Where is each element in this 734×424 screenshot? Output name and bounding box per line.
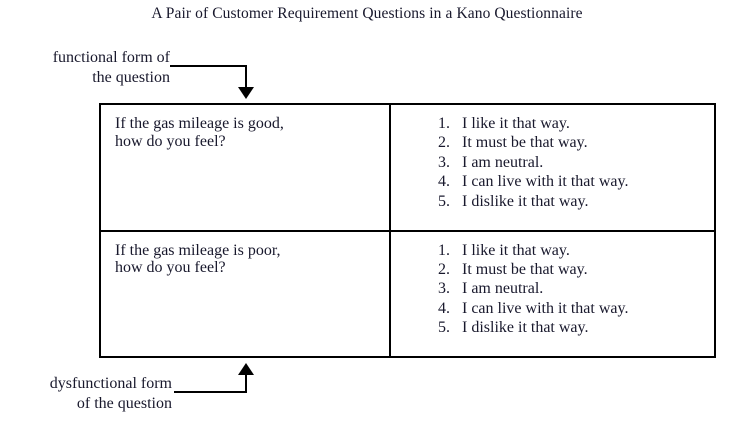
table-row: If the gas mileage is good, how do you f…	[99, 103, 716, 232]
arrow-down-icon	[238, 87, 254, 99]
answer-text: I dislike it that way.	[462, 319, 589, 337]
answer-number: 5.	[438, 192, 450, 210]
answer-number: 5.	[438, 319, 450, 337]
answer-text: I can live with it that way.	[462, 173, 629, 191]
answer-number: 4.	[438, 173, 450, 191]
question-text-functional: If the gas mileage is good, how do you f…	[101, 105, 389, 150]
answer-number: 1.	[438, 115, 450, 132]
leader-line-dysfunctional-vertical	[245, 373, 247, 393]
list-item[interactable]: 3. I am neutral.	[391, 153, 714, 172]
list-item[interactable]: 1. I like it that way.	[391, 114, 714, 133]
answer-number: 3.	[438, 280, 450, 298]
leader-line-functional-vertical	[245, 65, 247, 89]
answers-cell-dysfunctional: 1. I like it that way. 2. It must be that …	[389, 229, 716, 358]
question-text-dysfunctional: If the gas mileage is poor, how do you f…	[101, 232, 389, 277]
callout-functional-line-2: the question	[92, 69, 170, 86]
answer-text: I am neutral.	[462, 280, 544, 298]
answer-number: 4.	[438, 299, 450, 317]
list-item[interactable]: 1. I like it that way.	[391, 241, 714, 260]
answer-number: 2.	[438, 260, 450, 278]
callout-dysfunctional-line-2: of the question	[76, 395, 172, 412]
answer-number: 1.	[438, 241, 450, 259]
answer-number: 3.	[438, 153, 450, 171]
question-line-1: If the gas mileage is poor,	[115, 241, 281, 259]
answer-text: It must be that way.	[462, 134, 588, 152]
question-line-2: how do you feel?	[115, 259, 226, 276]
answer-text: I like it that way.	[462, 241, 570, 259]
list-item[interactable]: 2. It must be that way.	[391, 133, 714, 152]
callout-functional-line-1: functional form of	[52, 49, 170, 66]
answer-text: It must be that way.	[462, 260, 588, 278]
answer-list-dysfunctional: 1. I like it that way. 2. It must be that …	[391, 232, 714, 338]
answer-text: I like it that way.	[462, 115, 570, 132]
answer-number: 2.	[438, 134, 450, 152]
answer-list-functional: 1. I like it that way. 2. It must be that …	[391, 105, 714, 211]
list-item[interactable]: 5. I dislike it that way.	[391, 318, 714, 337]
list-item[interactable]: 3. I am neutral.	[391, 279, 714, 298]
list-item[interactable]: 2. It must be that way.	[391, 260, 714, 279]
answer-text: I dislike it that way.	[462, 192, 589, 210]
list-item[interactable]: 4. I can live with it that way.	[391, 172, 714, 191]
leader-line-dysfunctional-horizontal	[174, 391, 247, 393]
callout-functional-label: functional form of the question	[6, 48, 170, 88]
question-line-2: how do you feel?	[115, 132, 226, 150]
question-line-1: If the gas mileage is good,	[115, 115, 284, 132]
callout-dysfunctional-line-1: dysfunctional form	[49, 375, 172, 392]
list-item[interactable]: 5. I dislike it that way.	[391, 192, 714, 211]
kano-questionnaire-table: If the gas mileage is good, how do you f…	[99, 103, 716, 358]
table-row: If the gas mileage is poor, how do you f…	[99, 229, 716, 358]
leader-line-functional-horizontal	[170, 65, 247, 67]
answers-cell-functional: 1. I like it that way. 2. It must be that …	[389, 103, 716, 232]
arrow-up-icon	[238, 363, 254, 375]
page-title: A Pair of Customer Requirement Questions…	[151, 5, 583, 22]
answer-text: I am neutral.	[462, 153, 544, 171]
question-cell-functional: If the gas mileage is good, how do you f…	[99, 103, 391, 232]
list-item[interactable]: 4. I can live with it that way.	[391, 299, 714, 318]
question-cell-dysfunctional: If the gas mileage is poor, how do you f…	[99, 229, 391, 358]
callout-dysfunctional-label: dysfunctional form of the question	[4, 374, 172, 414]
answer-text: I can live with it that way.	[462, 299, 629, 317]
